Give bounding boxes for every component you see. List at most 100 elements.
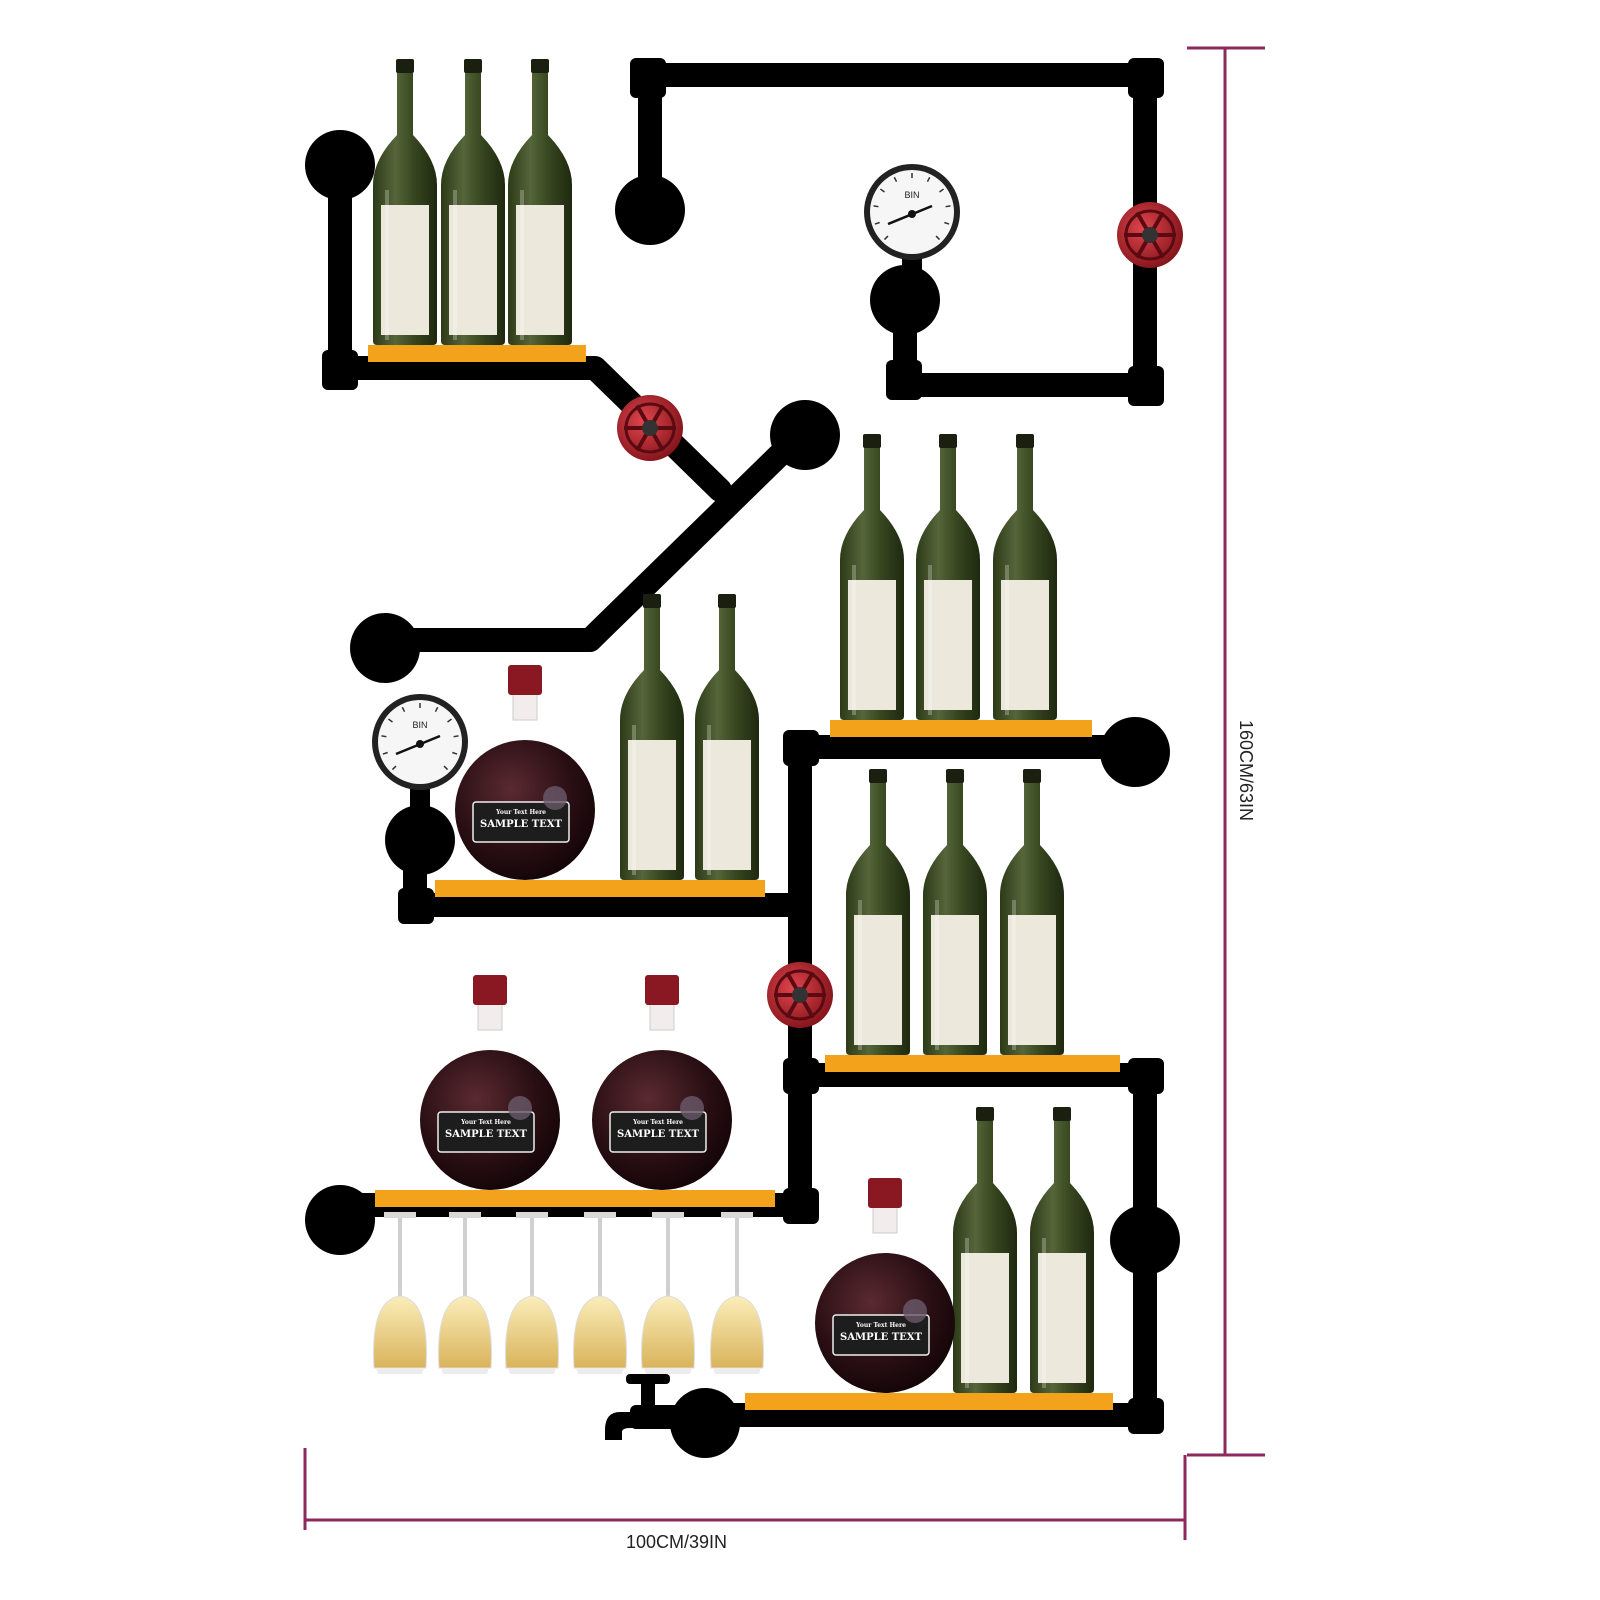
gauge-tick	[880, 188, 885, 193]
gauge-label: BIN	[904, 190, 919, 200]
joint	[783, 730, 819, 766]
wine-bottle	[1030, 1107, 1094, 1393]
width-dimension: 100CM/39IN	[303, 1448, 1187, 1552]
glass-stem	[598, 1218, 602, 1298]
decanter-cap	[473, 975, 507, 1005]
glass-bowl	[641, 1295, 695, 1369]
wine-glasses	[373, 1212, 764, 1374]
glass-rim	[376, 1368, 424, 1374]
joint	[630, 58, 666, 98]
glass-bowl	[373, 1295, 427, 1369]
wine-bottle	[923, 769, 987, 1055]
gauge-tick	[381, 735, 387, 738]
width-label: 100CM/39IN	[626, 1532, 727, 1552]
bottle-highlight	[935, 900, 939, 1050]
bottle-label	[854, 915, 902, 1045]
bottle-highlight	[858, 900, 862, 1050]
bottle-label	[703, 740, 751, 870]
shelf	[830, 720, 1092, 737]
wine-glass	[710, 1212, 764, 1374]
glass-rim	[644, 1368, 692, 1374]
decanter-brand: Your Text Here	[495, 809, 546, 816]
glass-foot	[652, 1212, 684, 1218]
wine-bottle	[840, 434, 904, 720]
bottle-label	[628, 740, 676, 870]
decanter-cap	[508, 665, 542, 695]
gauge-tick	[873, 205, 879, 208]
pipe-caps	[305, 130, 1180, 1458]
bottle-highlight	[928, 565, 932, 715]
pipe-cap-icon	[615, 175, 685, 245]
shelf	[745, 1393, 1113, 1410]
glass-stem	[530, 1218, 534, 1298]
pipe-cap-icon	[305, 130, 375, 200]
bottle-label	[1038, 1253, 1086, 1383]
decanter-title: SAMPLE TEXT	[840, 1332, 923, 1343]
bottle-highlight	[707, 725, 711, 875]
joint	[1128, 366, 1164, 406]
gauge-stem	[410, 784, 430, 814]
gauge-pivot	[416, 740, 424, 748]
joint	[1128, 58, 1164, 98]
wine-bottle	[508, 59, 572, 345]
glass-stem	[463, 1218, 467, 1298]
grape-icon	[680, 1096, 704, 1120]
glass-rim	[441, 1368, 489, 1374]
glass-stem	[398, 1218, 402, 1298]
glass-foot	[384, 1212, 416, 1218]
glass-foot	[584, 1212, 616, 1218]
gauge-tick	[388, 718, 393, 723]
gauge-label: BIN	[412, 720, 427, 730]
wine-bottle	[1000, 769, 1064, 1055]
joint	[398, 888, 434, 924]
pipe-cap-icon	[770, 400, 840, 470]
shelf	[825, 1055, 1120, 1072]
valves	[617, 202, 1183, 1028]
bottle-cap	[863, 434, 881, 448]
joint	[783, 1188, 819, 1224]
bottle-highlight	[1005, 565, 1009, 715]
valve-rim	[1124, 209, 1176, 261]
wine-glass	[641, 1212, 695, 1374]
bottle-label	[961, 1253, 1009, 1383]
glass-foot	[721, 1212, 753, 1218]
glass-bowl	[710, 1295, 764, 1369]
bottle-cap	[531, 59, 549, 73]
pipe-cap-icon	[670, 1388, 740, 1458]
bottle-highlight	[453, 190, 457, 340]
bottle-label	[1008, 915, 1056, 1045]
bottle-highlight	[385, 190, 389, 340]
glass-bowl	[573, 1295, 627, 1369]
gauge-tick	[944, 221, 950, 225]
gauge-tick	[401, 706, 406, 713]
wine-bottle	[916, 434, 980, 720]
decanter-label	[609, 1111, 707, 1153]
pipe-cap-icon	[1100, 717, 1170, 787]
pressure-gauge-icon: BIN	[372, 694, 468, 814]
shelf	[435, 880, 765, 897]
joint	[1128, 1398, 1164, 1434]
faucet-handle	[641, 1378, 655, 1408]
faucet-body	[630, 1405, 680, 1429]
bottle-label	[848, 580, 896, 710]
gauge-tick	[447, 718, 452, 723]
bottle-highlight	[1042, 1238, 1046, 1388]
decanter-label	[472, 801, 570, 843]
bottle-cap	[939, 434, 957, 448]
gauge-tick	[945, 205, 951, 208]
bottle-cap	[1016, 434, 1034, 448]
decanter-brand: Your Text Here	[460, 1119, 511, 1126]
wine-bottle	[620, 594, 684, 880]
joint	[783, 1058, 819, 1094]
bottle-highlight	[852, 565, 856, 715]
bottle-cap	[464, 59, 482, 73]
decanter-title: SAMPLE TEXT	[617, 1129, 700, 1140]
wine-bottle	[846, 769, 910, 1055]
gauge-tick	[434, 706, 439, 713]
glass-rim	[713, 1368, 761, 1374]
joint	[1128, 1058, 1164, 1094]
glass-rim	[576, 1368, 624, 1374]
